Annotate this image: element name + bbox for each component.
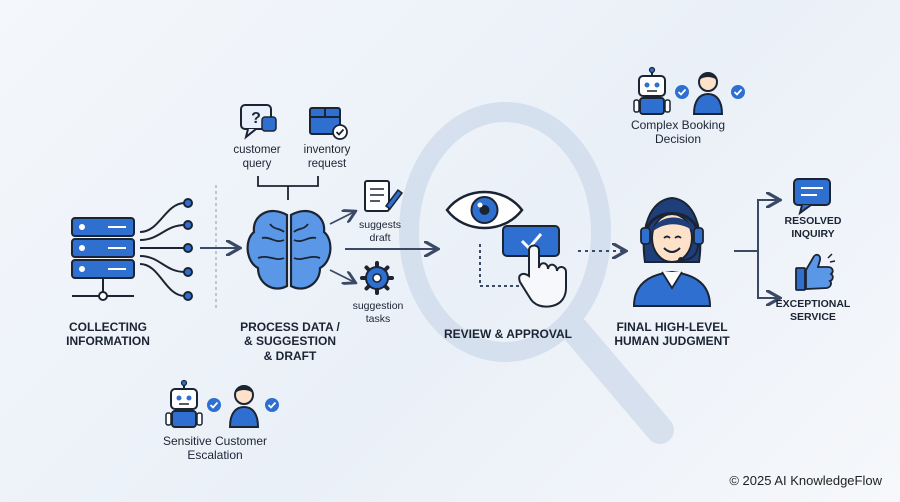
check-icon: [207, 398, 221, 412]
step-review-label: REVIEW & APPROVAL: [443, 327, 572, 341]
magnifier-icon: [399, 102, 674, 444]
check-icon: [675, 85, 689, 99]
robot-icon: [165, 379, 203, 428]
step-collect-label: COLLECTING INFORMATION: [66, 320, 150, 349]
document-pen-icon: [364, 180, 404, 212]
escalation-top-label: Complex Booking Decision: [630, 118, 726, 147]
data-branch-lines: [139, 198, 193, 301]
eye-icon: [445, 190, 524, 230]
speech-bubble-icon: [793, 178, 831, 216]
review-connector: [479, 244, 520, 287]
hand-cursor-icon: [518, 244, 567, 308]
copyright-footer: © 2025 AI KnowledgeFlow: [729, 473, 882, 488]
input-query-label: customer query: [233, 144, 281, 170]
gear-icon: [360, 261, 394, 295]
check-icon: [731, 85, 745, 99]
check-icon: [265, 398, 279, 412]
server-icon: [71, 217, 135, 301]
brain-icon: [246, 209, 332, 290]
robot-icon: [633, 66, 671, 115]
support-agent-icon: [632, 196, 712, 307]
arrow-draft: [329, 212, 354, 225]
person-icon: [692, 72, 724, 115]
suggest-draft-label: suggests draft: [358, 219, 402, 244]
arrow-tasks: [329, 269, 354, 282]
outcome-resolved-label: RESOLVED INQUIRY: [784, 215, 842, 240]
suggest-tasks-label: suggestion tasks: [352, 300, 404, 325]
thumbs-up-icon: [795, 253, 836, 291]
outcome-branch: [734, 200, 778, 298]
chat-question-icon: ?: [240, 104, 277, 140]
step-process-label: PROCESS DATA / & SUGGESTION & DRAFT: [240, 320, 340, 363]
outcome-exceptional-label: EXCEPTIONAL SERVICE: [775, 298, 851, 323]
input-inventory-label: inventory request: [303, 144, 351, 170]
inventory-box-icon: [309, 107, 348, 140]
svg-text:?: ?: [251, 110, 261, 127]
input-bracket: [257, 176, 319, 200]
person-icon: [228, 385, 260, 428]
escalation-bottom-label: Sensitive Customer Escalation: [162, 434, 268, 463]
step-final-label: FINAL HIGH-LEVEL HUMAN JUDGMENT: [614, 320, 730, 349]
